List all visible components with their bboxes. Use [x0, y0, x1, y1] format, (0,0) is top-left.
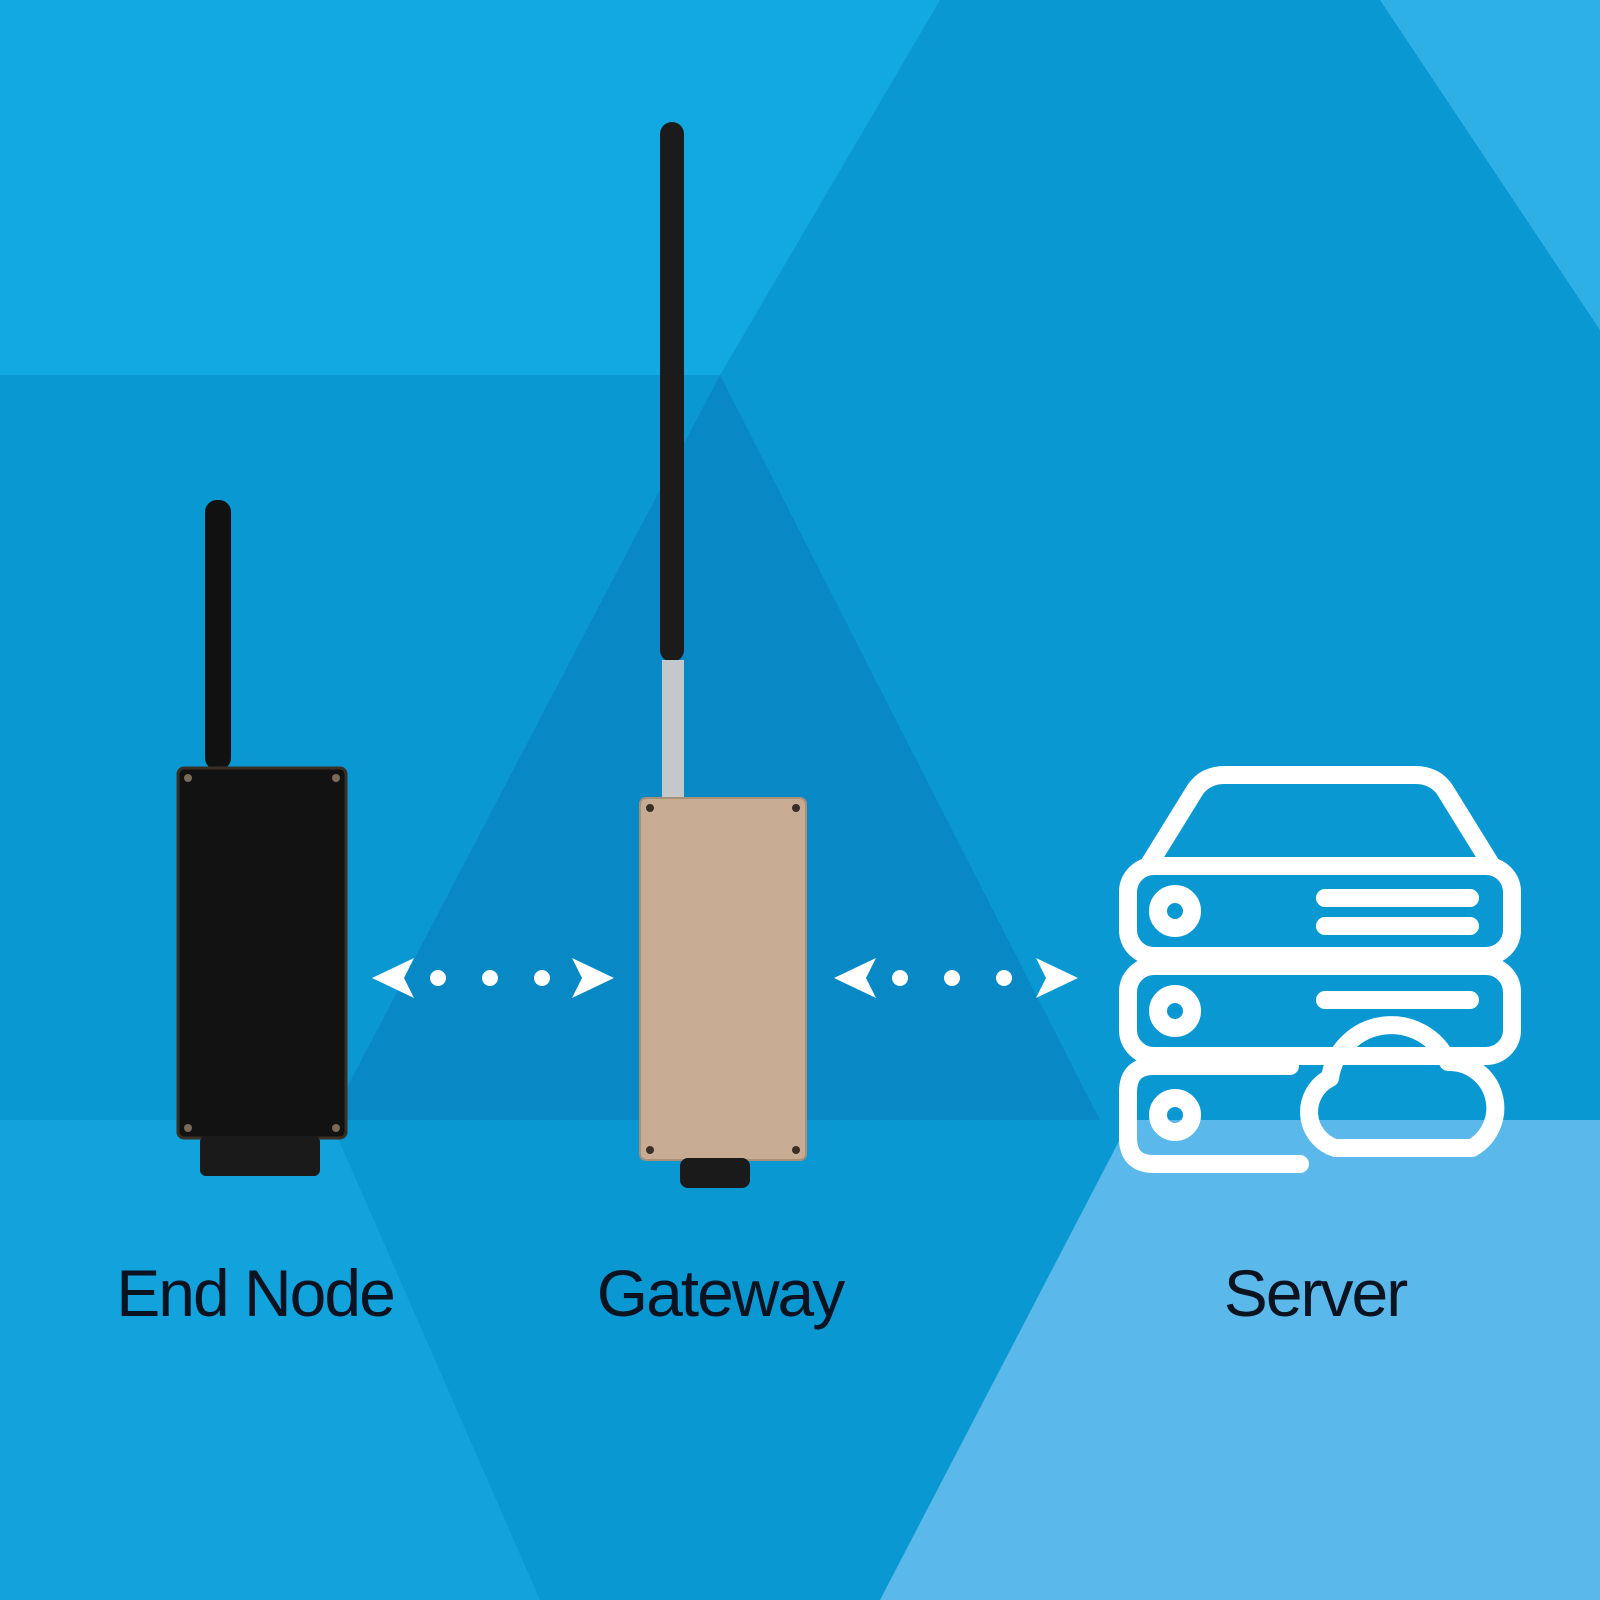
server-cloud-icon	[1119, 766, 1521, 1173]
node-label-gateway: Gateway	[596, 1256, 845, 1330]
arrow-head-right	[1036, 958, 1078, 998]
arrow-head-left	[372, 958, 414, 998]
gateway-connector	[680, 1158, 750, 1188]
cloud-shape	[1300, 1016, 1505, 1157]
end-node-body	[176, 766, 348, 1140]
gateway-body	[639, 797, 807, 1161]
background-facet-top-right	[1380, 0, 1600, 330]
end-node-device-icon	[176, 500, 348, 1176]
background-facet-center	[330, 375, 1100, 1120]
gateway-antenna-base	[662, 660, 684, 800]
arrow-head-right	[572, 958, 614, 998]
end-node-connectors	[200, 1136, 320, 1176]
server-unit-1	[1119, 857, 1521, 965]
server-top-cover	[1139, 766, 1501, 875]
arrow-head-left	[834, 958, 876, 998]
edge-gateway-server	[834, 958, 1078, 998]
server-unit-3	[1119, 1057, 1309, 1173]
end-node-antenna	[205, 500, 231, 770]
node-label-end-node: End Node	[116, 1256, 396, 1330]
background-facet-top-left	[0, 0, 940, 375]
gateway-antenna	[660, 122, 684, 662]
gateway-device-icon	[639, 122, 807, 1188]
node-label-server: Server	[1223, 1256, 1408, 1330]
edge-end-node-gateway	[372, 958, 614, 998]
server-unit-2	[1119, 957, 1521, 1065]
background-facet-bottom-right	[880, 1120, 1600, 1600]
background-facet-bottom-left	[0, 1120, 540, 1600]
